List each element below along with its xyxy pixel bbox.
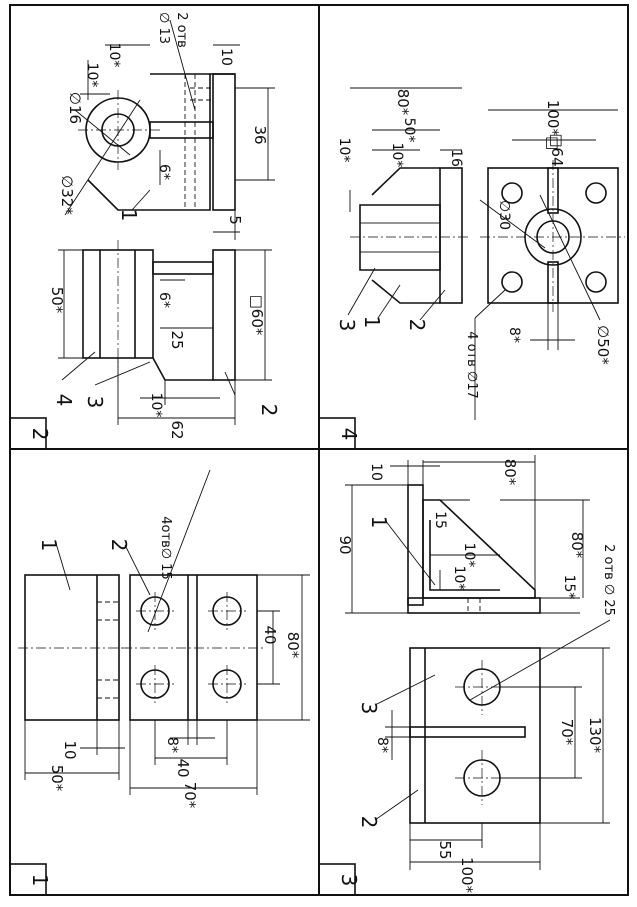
p2-dim-10a: 10* bbox=[84, 63, 100, 88]
p2-dim-10d: 10 bbox=[218, 48, 234, 66]
p3-dim-10mid: 10* bbox=[461, 543, 477, 568]
p3-part-label-3: 3 bbox=[357, 702, 381, 715]
p2-dim-25: 25 bbox=[168, 330, 186, 349]
panel-2: 4 3 2 1 62 10* 25 6* □60* bbox=[48, 12, 281, 440]
p1-dim-holes: 4отв∅ 15 bbox=[158, 516, 173, 579]
p2-dim-13: ∅ 13 bbox=[156, 12, 171, 44]
p2-dimensions: 62 10* 25 6* □60* 50* 5 ∅32* ∅16 6* bbox=[48, 12, 275, 440]
panel-number-4: 4 bbox=[337, 428, 361, 441]
p4-dim-30: ∅30 bbox=[496, 200, 512, 230]
panel-number-box-4: 4 bbox=[318, 417, 361, 450]
panel-number-box-3: 3 bbox=[318, 863, 361, 896]
p4-part-label-1: 1 bbox=[360, 316, 384, 329]
panel-number-1: 1 bbox=[28, 874, 52, 887]
p4-part-label-3: 3 bbox=[335, 319, 359, 332]
panel-1: 1 2 4отв∅ 15 70* 40 8* 50* 10 bbox=[18, 469, 310, 809]
panel-3: 1 3 2 100* 55 8* 130* 70* bbox=[336, 455, 616, 894]
p2-part-label-2: 2 bbox=[257, 404, 281, 417]
p3-dim-15a: 15 bbox=[432, 511, 448, 529]
p2-dim-50: 50* bbox=[48, 287, 66, 314]
p2-dim-6b: 6* bbox=[156, 164, 172, 180]
p4-dimensions: 80* 50* 10* 16 10* 100*□ □64 ∅30 ∅50* 8*… bbox=[336, 87, 618, 420]
panel-number-3: 3 bbox=[337, 874, 361, 887]
p3-dim-80r: 80* bbox=[568, 532, 586, 559]
p2-dim-60: □60* bbox=[248, 295, 266, 336]
p1-dim-8: 8* bbox=[164, 737, 180, 753]
p3-dim-90: 90 bbox=[336, 535, 354, 554]
p1-part-label-1: 1 bbox=[37, 539, 61, 552]
p3-dim-10b: 10* bbox=[451, 566, 467, 591]
p1-part-labels: 1 2 4отв∅ 15 bbox=[37, 469, 211, 633]
panel-number-box-2: 2 bbox=[9, 417, 52, 450]
sheet-frame bbox=[9, 4, 629, 896]
p1-side-view bbox=[18, 574, 127, 721]
p3-plate-view bbox=[409, 647, 541, 824]
p2-dim-62: 62 bbox=[168, 420, 186, 439]
p2-part-label-4: 4 bbox=[52, 394, 76, 407]
p3-dim-8: 8* bbox=[374, 737, 390, 753]
p2-dim-6a: 6* bbox=[156, 292, 172, 308]
p4-plan-view bbox=[480, 160, 625, 312]
p4-dim-16: 16 bbox=[448, 149, 464, 167]
p3-dim-80top: 80* bbox=[501, 459, 519, 486]
p1-dim-40h: 40 bbox=[174, 758, 192, 777]
p2-dim-13-count: 2 отв bbox=[174, 12, 189, 48]
p4-section-view bbox=[350, 167, 470, 304]
p1-dim-80: 80* bbox=[284, 632, 302, 659]
p4-dim-50c: ∅50* bbox=[594, 325, 612, 365]
p2-dim-36: 36 bbox=[251, 125, 269, 144]
p3-part-labels: 1 3 2 bbox=[357, 516, 436, 829]
p2-part-label-3: 3 bbox=[83, 396, 107, 409]
p1-dim-50: 50* bbox=[48, 765, 66, 792]
p1-dim-10: 10 bbox=[61, 740, 79, 759]
p2-dim-16: ∅16 bbox=[66, 92, 84, 124]
p1-plate-view bbox=[122, 574, 265, 721]
p4-dim-8: 8* bbox=[506, 327, 522, 343]
p2-dim-32: ∅32* bbox=[58, 175, 76, 215]
p2-dim-5: 5 bbox=[226, 215, 244, 225]
p2-part-label-1: 1 bbox=[117, 209, 141, 222]
p4-dim-10b: 10* bbox=[336, 138, 352, 163]
p2-part-labels: 4 3 2 1 bbox=[52, 189, 281, 417]
p3-dim-70: 70* bbox=[558, 719, 576, 746]
p1-part-label-2: 2 bbox=[107, 539, 131, 552]
panel-number-box-1: 1 bbox=[9, 863, 52, 896]
p3-dim-100: 100* bbox=[458, 857, 476, 894]
p3-dim-15b: 15* bbox=[561, 575, 577, 600]
p4-part-labels: 3 1 2 bbox=[335, 267, 446, 332]
p1-dim-70: 70* bbox=[181, 782, 199, 809]
p2-section-view bbox=[82, 240, 236, 381]
p3-dimensions: 100* 55 8* 130* 70* 2 отв ∅ 25 90 bbox=[336, 455, 616, 894]
p4-dim-100: 100*□ bbox=[544, 100, 562, 150]
p3-dim-25: 2 отв ∅ 25 bbox=[601, 544, 616, 616]
p2-dim-10b: 10* bbox=[148, 393, 164, 418]
p4-dim-80: 80* bbox=[394, 89, 412, 116]
p2-top-view bbox=[78, 73, 236, 211]
p4-dim-64: □64 bbox=[548, 133, 566, 166]
panel-4: 3 1 2 80* 50* 10* 16 10* 100*□ □64 ∅30 ∅… bbox=[335, 87, 625, 420]
p4-dim-17: 4 отв ∅17 bbox=[464, 331, 479, 399]
p3-dim-55: 55 bbox=[436, 840, 454, 859]
p4-part-label-2: 2 bbox=[405, 319, 429, 332]
p3-part-label-1: 1 bbox=[367, 516, 391, 529]
p1-dimensions: 70* 40 8* 50* 10 80* 40 bbox=[24, 574, 310, 809]
p2-dim-10c: 10* bbox=[106, 43, 122, 68]
panel-number-2: 2 bbox=[28, 428, 52, 441]
p1-dim-40v: 40 bbox=[261, 625, 279, 644]
p3-dim-130: 130* bbox=[586, 717, 604, 754]
p3-dim-10top: 10 bbox=[368, 463, 384, 481]
p3-part-label-2: 2 bbox=[357, 816, 381, 829]
p4-dim-10a: 10* bbox=[389, 143, 405, 168]
p4-dim-50: 50* bbox=[401, 118, 417, 143]
